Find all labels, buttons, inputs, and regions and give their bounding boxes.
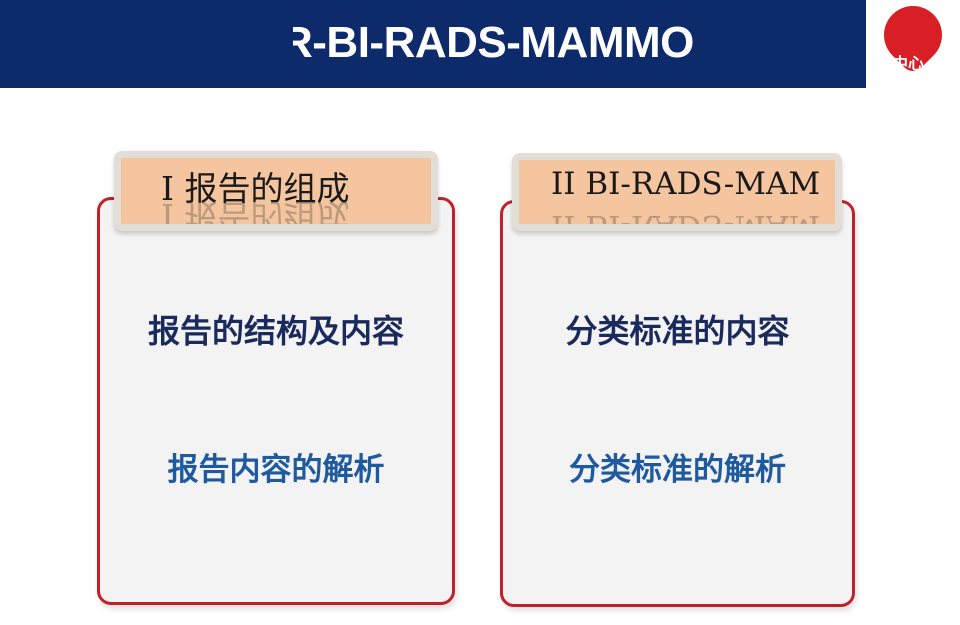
panel-report-composition — [97, 197, 455, 605]
logo-text: 中心 — [892, 54, 925, 73]
panel-bi-rads-mam — [500, 200, 855, 607]
list-item: 报告内容的解析 — [167, 452, 385, 488]
tab-bi-rads-mam: II BI-RADS-MAM II BI-RADS-MAM — [512, 153, 842, 231]
tab-label: I 报告的组成 — [161, 169, 350, 208]
slide-title: R-BI-RADS-MAMMO — [281, 18, 694, 67]
tab-label: II BI-RADS-MAM — [551, 166, 821, 202]
list-item: 分类标准的内容 — [565, 312, 790, 350]
tab-report-composition: I 报告的组成 I 报告的组成 — [114, 151, 438, 231]
header-bar: R-BI-RADS-MAMMO — [0, 0, 866, 88]
list-item: 分类标准的解析 — [569, 452, 786, 488]
list-item: 报告的结构及内容 — [147, 312, 404, 350]
logo: 中心 — [868, 0, 960, 88]
tab-label-reflection: II BI-RADS-MAM — [551, 208, 821, 231]
tab-label-reflection: I 报告的组成 — [161, 196, 350, 231]
